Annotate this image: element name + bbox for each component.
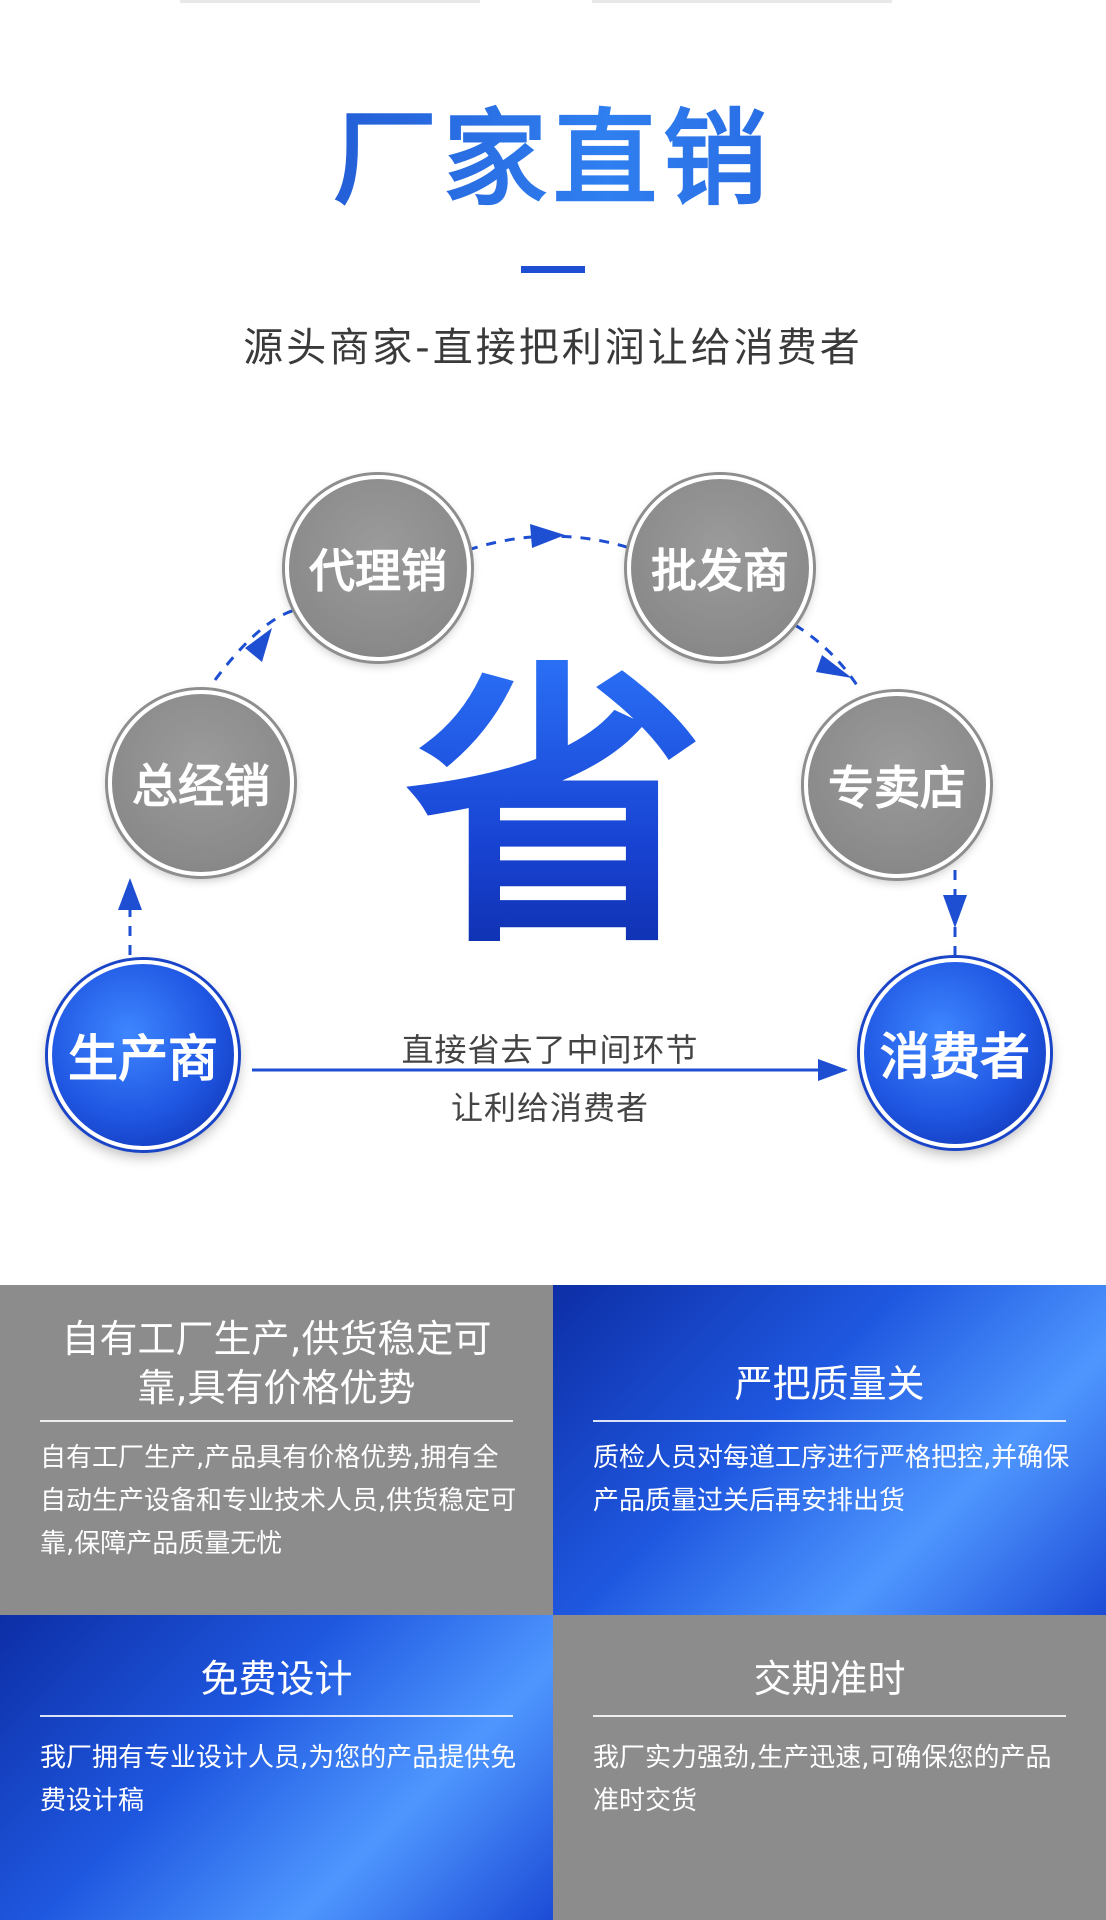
arrow-wholesaler-to-store (794, 623, 862, 691)
page-title: 厂家直销 (0, 99, 1106, 220)
feature-title: 交期准时 (753, 1657, 906, 1701)
feature-body: 我厂实力强劲,生产迅速,可确保您的产品准时交货 (593, 1743, 1052, 1816)
node-specialty-store: 专卖店 (804, 692, 990, 878)
feature-panel-quality: 严把质量关 质检人员对每道工序进行严格把控,并确保产品质量过关后再安排出货 (553, 1285, 1106, 1615)
feature-body: 我厂拥有专业设计人员,为您的产品提供免费设计稿 (40, 1743, 517, 1816)
feature-title: 免费设计 (200, 1657, 353, 1701)
feature-title: 自有工厂生产,供货稳定可靠,具有价格优势 (61, 1317, 492, 1411)
feature-divider (40, 1715, 513, 1717)
node-agent: 代理销 (285, 475, 471, 661)
arrowhead-direct (818, 1059, 848, 1081)
savings-character: 省 (395, 660, 715, 960)
top-divider-left (180, 0, 480, 3)
supply-chain-diagram: 省 生产商 总经销 代理销 批发商 专卖店 消费者 直接省去了中间环节 让利给消… (48, 475, 1050, 1150)
arrowhead-5 (943, 895, 967, 928)
feature-panel-delivery: 交期准时 我厂实力强劲,生产迅速,可确保您的产品准时交货 (553, 1615, 1106, 1920)
feature-divider (593, 1420, 1066, 1422)
arrow-distributor-to-agent (213, 608, 296, 681)
arrowhead-3 (530, 524, 565, 548)
top-divider-right (592, 0, 892, 3)
feature-panel-design: 免费设计 我厂拥有专业设计人员,为您的产品提供免费设计稿 (0, 1615, 553, 1920)
page-subtitle: 源头商家-直接把利润让给消费者 (243, 325, 863, 371)
feature-body: 自有工厂生产,产品具有价格优势,拥有全自动生产设备和专业技术人员,供货稳定可靠,… (40, 1443, 517, 1559)
direct-caption-line2: 让利给消费者 (450, 1089, 649, 1127)
direct-caption-line1: 直接省去了中间环节 (401, 1031, 699, 1069)
flow-arrows (118, 524, 967, 1081)
arrowhead-1 (118, 878, 142, 910)
arrow-agent-to-wholesaler (467, 534, 651, 557)
feature-panel-factory: 自有工厂生产,供货稳定可靠,具有价格优势 自有工厂生产,产品具有价格优势,拥有全… (0, 1285, 553, 1615)
node-general-distributor: 总经销 (108, 690, 294, 876)
arrowhead-4 (816, 655, 852, 678)
arrowhead-2 (245, 628, 272, 662)
feature-title: 严把质量关 (734, 1362, 925, 1406)
title-underline (521, 266, 585, 273)
feature-divider (40, 1420, 513, 1422)
node-producer: 生产商 (48, 960, 238, 1150)
feature-divider (593, 1715, 1066, 1717)
feature-body: 质检人员对每道工序进行严格把控,并确保产品质量过关后再安排出货 (593, 1443, 1070, 1516)
node-consumer: 消费者 (860, 958, 1050, 1148)
node-wholesaler: 批发商 (627, 475, 813, 661)
